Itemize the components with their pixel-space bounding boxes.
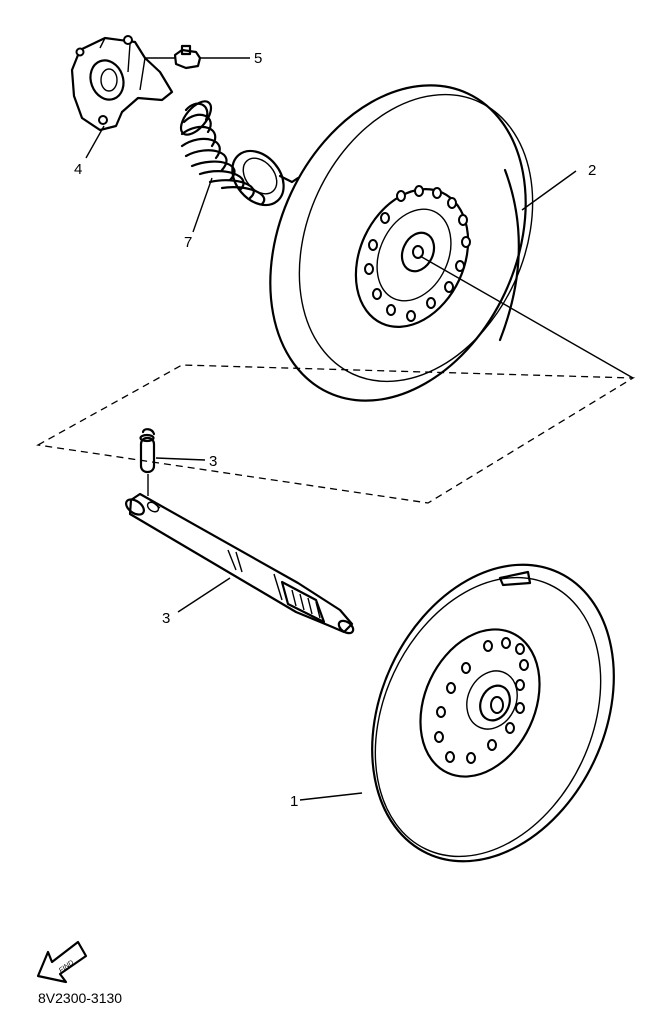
spring-seat-bracket xyxy=(70,35,174,132)
coil-spring xyxy=(179,100,300,207)
sheave-lower xyxy=(371,563,615,863)
center-line xyxy=(419,255,634,379)
callout-5: 5 xyxy=(254,50,262,67)
callout-6: 3 xyxy=(209,453,217,470)
find-arrow-icon: FIND xyxy=(36,940,88,984)
callout-3: 3 xyxy=(162,610,170,627)
bolt-holes-lower xyxy=(434,637,529,764)
assembly-boundary xyxy=(36,364,636,504)
leader-lines xyxy=(85,57,577,801)
callout-2: 2 xyxy=(588,162,596,179)
pin-part-5 xyxy=(173,44,202,70)
sheave-upper xyxy=(269,84,534,402)
diagram-code: 8V2300-3130 xyxy=(38,990,123,1006)
callout-4: 4 xyxy=(74,161,82,178)
find-badge-label: FIND xyxy=(58,959,75,974)
callout-1: 1 xyxy=(290,793,298,810)
shaft xyxy=(125,492,355,635)
bolt-holes-upper xyxy=(364,185,471,322)
dowel-pin xyxy=(139,428,156,496)
callout-7: 7 xyxy=(184,234,192,251)
